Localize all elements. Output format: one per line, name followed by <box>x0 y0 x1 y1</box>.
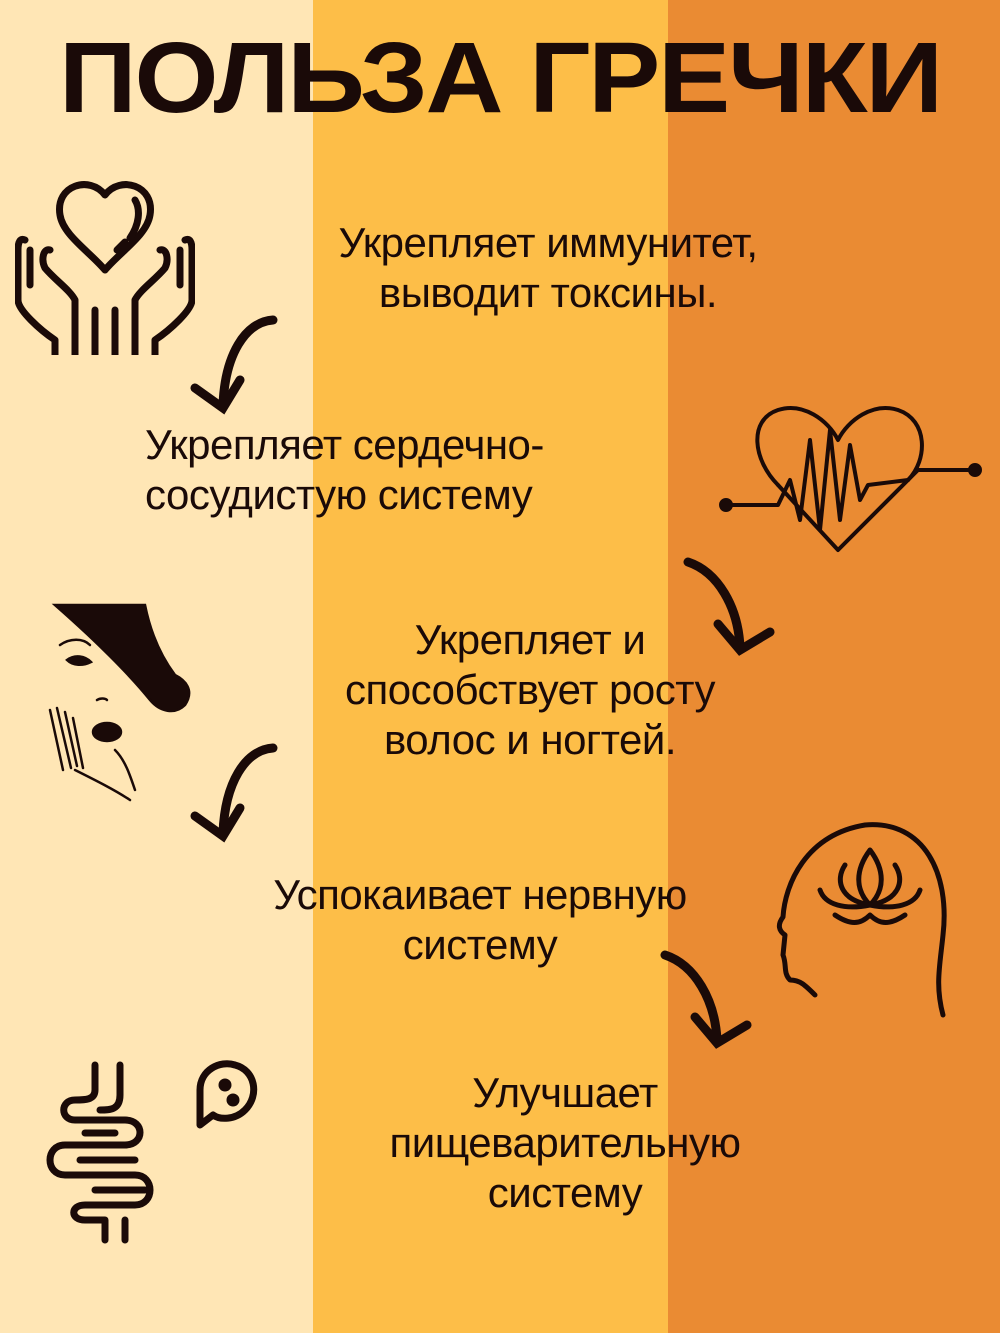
benefit-4-text: Успокаивает нервную систему <box>190 870 770 970</box>
curved-arrow-down-right-icon <box>678 552 778 662</box>
benefit-3-text: Укрепляет и способствует росту волос и н… <box>265 615 795 765</box>
benefit-5-line-2: пищеварительную <box>389 1119 741 1166</box>
background-stripe-dark <box>668 0 1000 1333</box>
benefit-2-line-1: Укрепляет сердечно- <box>145 421 544 468</box>
heart-pulse-icon <box>718 400 983 560</box>
intestine-icon <box>35 1045 275 1255</box>
curved-arrow-down-left-icon <box>185 738 285 848</box>
benefit-1-line-1: Укрепляет иммунитет, <box>338 219 758 266</box>
head-lotus-icon <box>775 815 960 1025</box>
benefit-3-line-1: Укрепляет и <box>414 616 646 663</box>
hands-holding-heart-icon <box>15 180 195 355</box>
benefit-3-line-2: способствует росту <box>345 666 715 713</box>
benefit-5-line-3: систему <box>487 1169 643 1216</box>
curved-arrow-down-right-icon <box>655 945 755 1055</box>
benefit-2-line-2: сосудистую систему <box>145 471 533 518</box>
benefit-2-text: Укрепляет сердечно- сосудистую систему <box>145 420 705 520</box>
curved-arrow-down-left-icon <box>185 310 285 420</box>
background-stripe-middle <box>313 0 668 1333</box>
benefit-1-line-2: выводит токсины. <box>378 269 718 316</box>
benefit-5-line-1: Улучшает <box>472 1069 658 1116</box>
benefit-4-line-2: систему <box>402 921 558 968</box>
woman-face-hair-icon <box>35 600 215 810</box>
benefit-1-text: Укрепляет иммунитет, выводит токсины. <box>258 218 838 318</box>
benefit-5-text: Улучшает пищеварительную систему <box>305 1068 825 1218</box>
benefit-3-line-3: волос и ногтей. <box>383 716 677 763</box>
page-title: ПОЛЬЗА ГРЕЧКИ <box>59 22 943 134</box>
benefit-4-line-1: Успокаивает нервную <box>273 871 687 918</box>
